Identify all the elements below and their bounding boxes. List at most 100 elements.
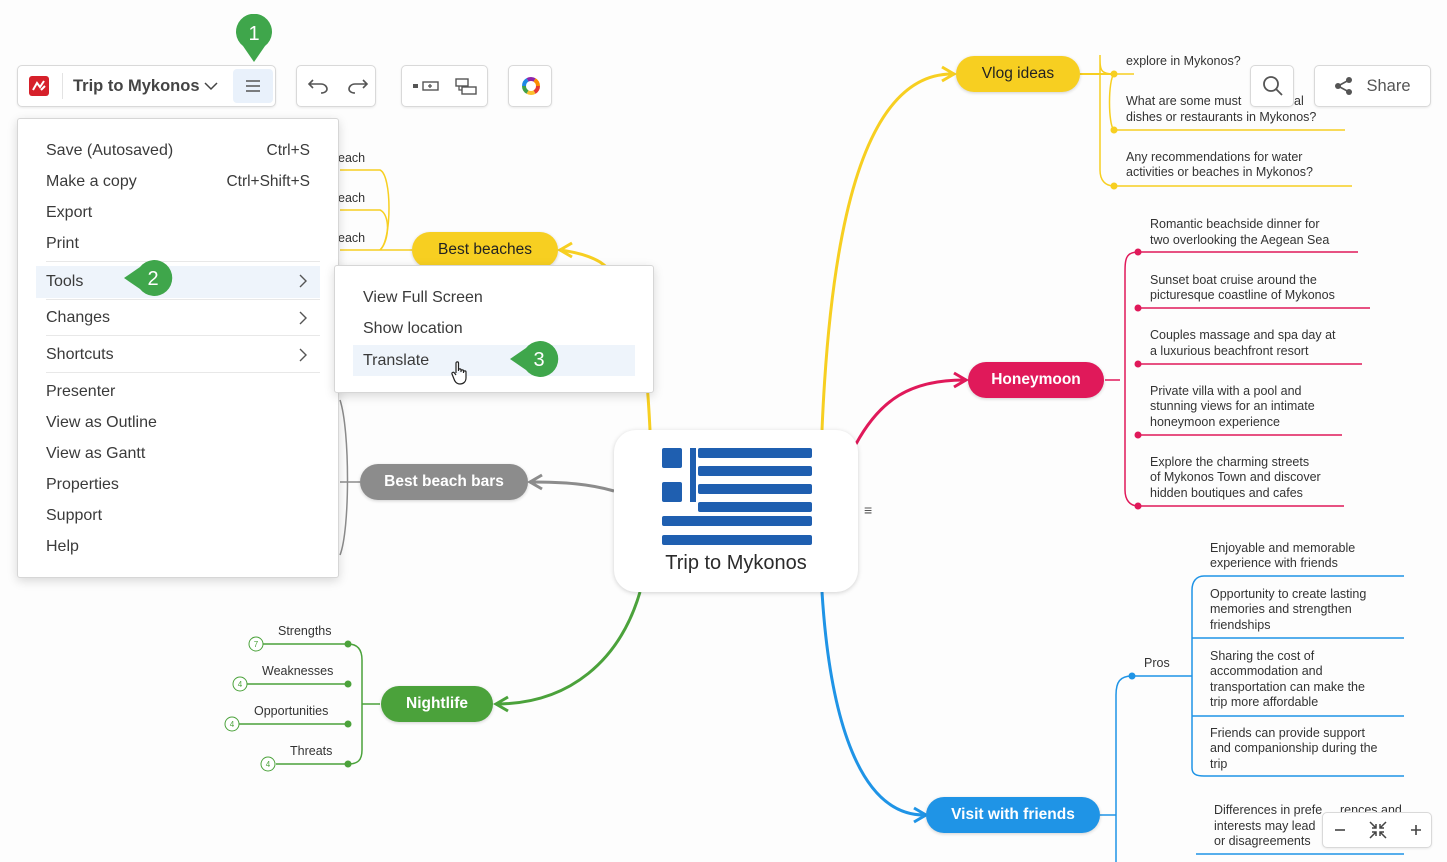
- svg-text:1: 1: [248, 23, 259, 45]
- pros-item[interactable]: friendships: [1210, 618, 1271, 632]
- menu-item-shortcuts[interactable]: Shortcuts: [36, 340, 320, 370]
- chevron-right-icon: [299, 311, 307, 325]
- nightlife-item-weaknesses[interactable]: Weaknesses: [262, 664, 334, 678]
- vlog-item[interactable]: dishes or restaurants in Mykonos?: [1126, 110, 1317, 124]
- topic-vlog-ideas[interactable]: Vlog ideas: [956, 56, 1080, 92]
- topic-best-beaches[interactable]: Best beaches: [412, 232, 558, 268]
- honeymoon-item[interactable]: a luxurious beachfront resort: [1150, 344, 1309, 358]
- honeymoon-item[interactable]: Explore the charming streets: [1150, 455, 1310, 469]
- topic-visit-with-friends[interactable]: Visit with friends: [926, 797, 1100, 833]
- minus-icon: [1335, 829, 1345, 831]
- cons-item[interactable]: interests may lead: [1214, 819, 1316, 833]
- theme-button[interactable]: [510, 66, 552, 106]
- pros-label[interactable]: Pros: [1144, 656, 1170, 670]
- beach-item[interactable]: each: [338, 151, 366, 165]
- menu-divider: [46, 335, 320, 336]
- pros-item[interactable]: memories and strengthen: [1210, 602, 1352, 616]
- topic-toolbar: [401, 65, 488, 107]
- cons-item[interactable]: or disagreements: [1214, 834, 1311, 848]
- menu-item-export[interactable]: Export: [46, 204, 93, 221]
- bars-branch: [339, 399, 615, 556]
- undo-button[interactable]: [299, 66, 337, 106]
- pros-item[interactable]: experience with friends: [1210, 556, 1338, 570]
- pros-item[interactable]: accommodation and: [1210, 664, 1323, 678]
- vlog-item[interactable]: explore in Mykonos?: [1126, 54, 1241, 68]
- fit-to-screen-button[interactable]: [1360, 813, 1396, 847]
- menu-item-help[interactable]: Help: [46, 538, 79, 555]
- topic-nightlife[interactable]: Nightlife: [381, 686, 493, 722]
- honeymoon-branch: [854, 251, 1370, 507]
- honeymoon-item[interactable]: Couples massage and spa day at: [1150, 328, 1336, 342]
- redo-icon: [348, 79, 369, 94]
- count-weaknesses: 4: [238, 680, 243, 689]
- document-title: Trip to Mykonos: [73, 76, 200, 95]
- honeymoon-item[interactable]: two overlooking the Aegean Sea: [1150, 233, 1330, 247]
- search-button[interactable]: [1252, 66, 1294, 106]
- vlog-branch: [820, 54, 1352, 431]
- count-strengths: 7: [254, 640, 259, 649]
- zoom-out-button[interactable]: [1323, 813, 1357, 847]
- honeymoon-item[interactable]: Private villa with a pool and: [1150, 384, 1302, 398]
- nightlife-item-strengths[interactable]: Strengths: [278, 624, 332, 638]
- undo-icon: [307, 79, 328, 94]
- honeymoon-item[interactable]: Sunset boat cruise around the: [1150, 273, 1317, 287]
- honeymoon-item[interactable]: hidden boutiques and cafes: [1150, 486, 1303, 500]
- menu-item-presenter[interactable]: Presenter: [46, 383, 116, 400]
- plus-icon: [1411, 825, 1421, 835]
- topic-honeymoon[interactable]: Honeymoon: [968, 362, 1104, 398]
- pros-item[interactable]: Friends can provide support: [1210, 726, 1365, 740]
- share-button[interactable]: Share: [1315, 66, 1430, 106]
- search-toolbar: [1250, 65, 1294, 107]
- central-topic[interactable]: Trip to Mykonos: [614, 430, 858, 592]
- search-icon: [1263, 76, 1283, 96]
- honeymoon-item[interactable]: stunning views for an intimate: [1150, 399, 1315, 413]
- pros-item[interactable]: Sharing the cost of: [1210, 649, 1315, 663]
- redo-button[interactable]: [339, 66, 377, 106]
- insert-topic-button[interactable]: [406, 66, 446, 106]
- nightlife-counts: 7 4 4 4: [230, 640, 271, 769]
- document-title-dropdown[interactable]: Trip to Mykonos: [73, 66, 223, 106]
- beach-item[interactable]: each: [338, 191, 366, 205]
- add-subtopic-button[interactable]: [446, 66, 486, 106]
- honeymoon-item[interactable]: honeymoon experience: [1150, 415, 1280, 429]
- menu-item-print[interactable]: Print: [46, 235, 79, 252]
- color-wheel-icon: [522, 77, 540, 95]
- topic-menu-icon[interactable]: ≡: [864, 502, 873, 518]
- vlog-item[interactable]: activities or beaches in Mykonos?: [1126, 165, 1313, 179]
- vlog-item-fragment: al: [1294, 94, 1304, 108]
- pros-item[interactable]: and companionship during the: [1210, 741, 1378, 755]
- menu-item-view-outline[interactable]: View as Outline: [46, 414, 157, 431]
- submenu-item-full-screen[interactable]: View Full Screen: [363, 289, 483, 306]
- nightlife-item-opportunities[interactable]: Opportunities: [254, 704, 329, 718]
- nightlife-item-threats[interactable]: Threats: [290, 744, 333, 758]
- app-logo-icon[interactable]: [28, 66, 50, 106]
- count-opportunities: 4: [230, 720, 235, 729]
- menu-item-properties[interactable]: Properties: [46, 476, 119, 493]
- main-menu-button[interactable]: [233, 69, 273, 103]
- menu-item-changes[interactable]: Changes: [36, 303, 320, 333]
- zoom-in-button[interactable]: [1399, 813, 1433, 847]
- pros-item[interactable]: Opportunity to create lasting: [1210, 587, 1367, 601]
- honeymoon-item[interactable]: picturesque coastline of Mykonos: [1150, 288, 1335, 302]
- friends-branch: [820, 575, 1404, 862]
- cons-item[interactable]: Differences in prefe: [1214, 803, 1323, 817]
- pros-item[interactable]: trip more affordable: [1210, 695, 1319, 709]
- honeymoon-item[interactable]: Romantic beachside dinner for: [1150, 217, 1320, 231]
- nightlife-nodes: [344, 640, 352, 768]
- menu-item-tools[interactable]: Tools: [36, 266, 320, 298]
- beach-item[interactable]: each: [338, 231, 366, 245]
- honeymoon-item[interactable]: of Mykonos Town and discover: [1150, 470, 1321, 484]
- pros-item[interactable]: transportation can make the: [1210, 680, 1365, 694]
- pros-item[interactable]: trip: [1210, 757, 1228, 771]
- pros-item[interactable]: Enjoyable and memorable: [1210, 541, 1356, 555]
- menu-item-support[interactable]: Support: [46, 507, 103, 524]
- vlog-item[interactable]: What are some must: [1126, 94, 1242, 108]
- menu-item-view-gantt[interactable]: View as Gantt: [46, 445, 146, 462]
- menu-item-save[interactable]: Save (Autosaved)Ctrl+S: [46, 142, 310, 159]
- submenu-item-show-location[interactable]: Show location: [363, 320, 463, 337]
- submenu-item-translate[interactable]: Translate: [353, 345, 635, 376]
- topic-best-beach-bars[interactable]: Best beach bars: [360, 464, 528, 500]
- vlog-item[interactable]: Any recommendations for water: [1126, 150, 1303, 164]
